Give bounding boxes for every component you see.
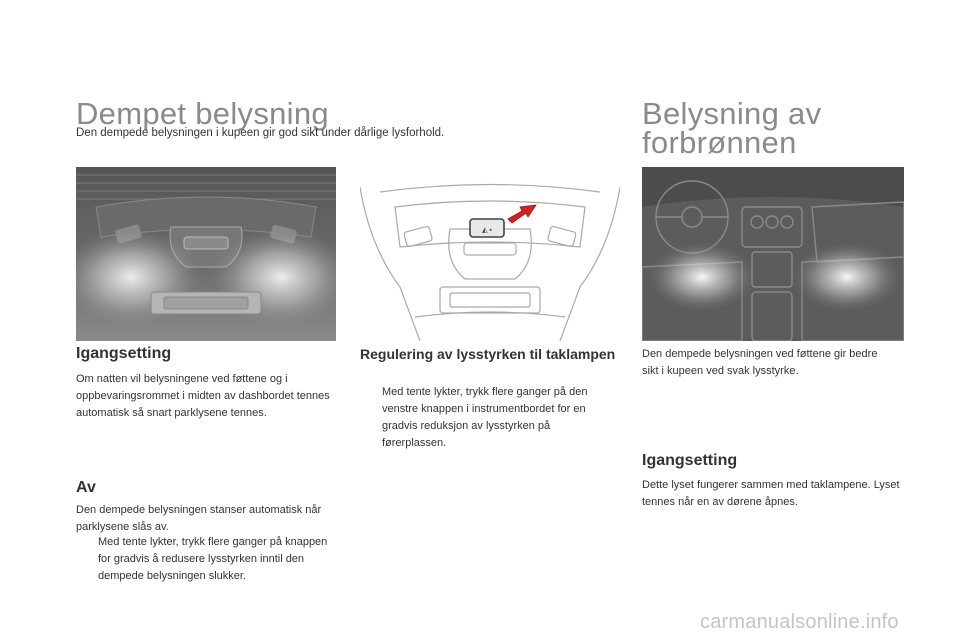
ceiling-console-photo xyxy=(76,167,336,341)
section-title-belysning-line2: forbrønnen xyxy=(642,125,797,160)
heading-igangsetting-right: Igangsetting xyxy=(642,452,738,469)
igangsetting-text-right: Dette lyset fungerer sammen med taklampe… xyxy=(642,479,900,508)
regulering-bullet: Med tente lykter, trykk flere ganger på … xyxy=(360,384,615,452)
av-bullet-text: Med tente lykter, trykk flere ganger på … xyxy=(98,536,328,582)
dashboard-footwell-photo xyxy=(642,167,904,341)
av-text: Den dempede belysningen stanser automati… xyxy=(76,504,322,533)
watermark: carmanualsonline.info xyxy=(700,611,899,633)
pointer-arrow-icon xyxy=(507,204,537,224)
heading-regulering: Regulering av lysstyrken til taklampen xyxy=(360,346,616,362)
section-title-belysning-line1: Belysning av xyxy=(642,96,822,131)
heading-igangsetting-left: Igangsetting xyxy=(76,345,172,362)
bullet-marker xyxy=(76,534,98,585)
section-title-dempet-belysning: Dempet belysning xyxy=(76,96,329,131)
intro-text: Den dempede belysningen i kupeen gir god… xyxy=(76,127,445,139)
regulering-bullet-text: Med tente lykter, trykk flere ganger på … xyxy=(382,386,588,449)
av-bullet: Med tente lykter, trykk flere ganger på … xyxy=(76,534,338,585)
bullet-marker xyxy=(360,384,382,452)
heading-av: Av xyxy=(76,479,96,496)
ceiling-console-diagram: ◭ ▪ xyxy=(360,167,620,341)
svg-text:◭ ▪: ◭ ▪ xyxy=(482,227,492,234)
igangsetting-text-left: Om natten vil belysningene ved føttene o… xyxy=(76,373,330,419)
belysning-text: Den dempede belysningen ved føttene gir … xyxy=(642,348,878,377)
